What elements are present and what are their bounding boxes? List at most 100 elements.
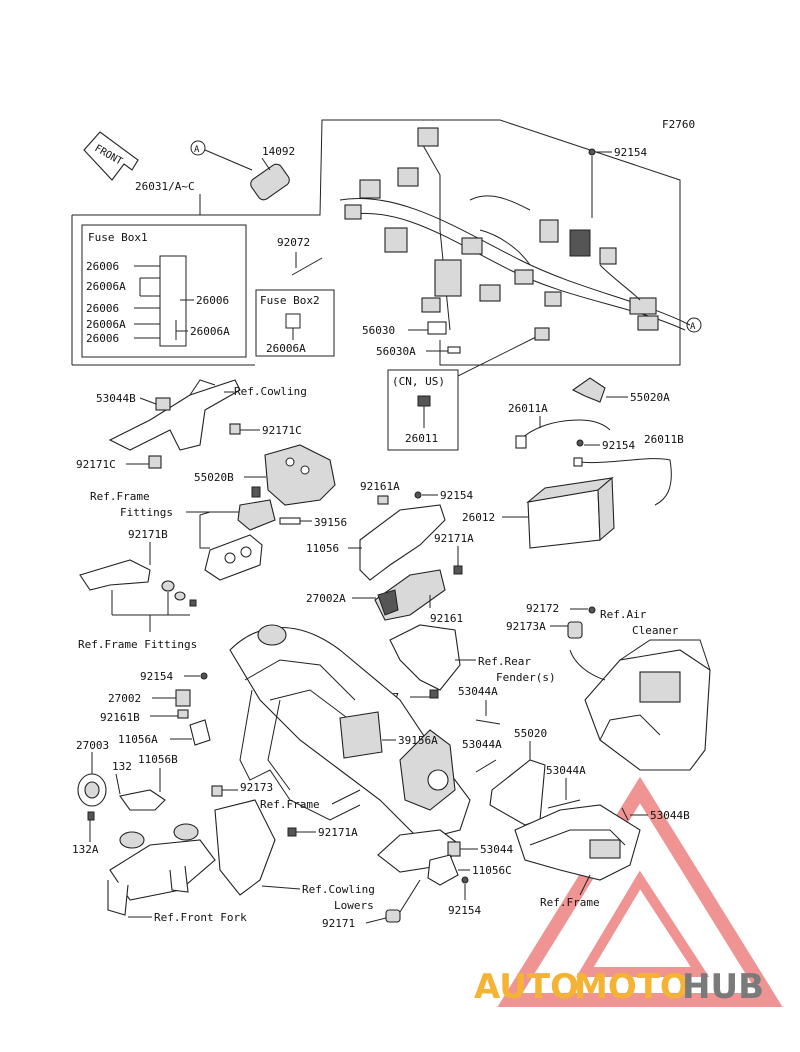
cover-hole-1 [285, 457, 295, 467]
fitting-hole-1 [224, 552, 236, 564]
fork-top-right [173, 823, 199, 841]
leader-a-left [204, 149, 253, 171]
label-92154-bottom: 92154 [448, 904, 481, 917]
harness-connector-l3 [397, 167, 419, 187]
frame-fittings-group: Ref.Frame Fittings 39156 [90, 486, 347, 581]
fuse-box1-block [159, 255, 187, 347]
part-92161A [377, 495, 389, 505]
label-26011B: 26011B [644, 433, 684, 446]
label-92154-battery: 92154 [602, 439, 635, 452]
battery-group: 26011A 55020A 92154 26011B 26012 [462, 377, 684, 549]
leader-53044B-left [139, 397, 157, 405]
frame-pivot-hole [427, 769, 449, 791]
bolt-92154-battery [576, 439, 584, 447]
part-39156A-pad [339, 711, 383, 759]
fuse-box1-label-7: 26006A [190, 325, 230, 338]
harness-connector-bottom [421, 297, 441, 313]
part-53044B-right [621, 807, 629, 821]
bottom-bracket-group: 53044 11056C 92154 92171 [322, 829, 513, 930]
part-11056A [189, 719, 211, 746]
part-92171B-bolt [189, 599, 197, 607]
label-92072: 92072 [277, 236, 310, 249]
part-tray-module [589, 839, 621, 859]
fuse-box1-title: Fuse Box1 [88, 231, 148, 244]
air-cleaner-group: 92172 92173A Ref.Air Cleaner [506, 602, 711, 771]
label-ref-frame-fittings-a: Ref.Frame [90, 490, 150, 503]
label-11056C: 11056C [472, 864, 512, 877]
label-92171C-left: 92171C [76, 458, 116, 471]
callout-a-right [686, 317, 702, 333]
fuse-box1-label-1: 26006 [86, 260, 119, 273]
fuse-box1-label-2: 26006A [86, 280, 126, 293]
label-ref-front-fork: Ref.Front Fork [154, 911, 247, 924]
label-53044: 53044 [480, 843, 513, 856]
label-92173: 92173 [240, 781, 273, 794]
frame-spar-line-2 [269, 689, 351, 721]
part-92173 [211, 785, 223, 797]
harness-wire-1 [469, 195, 531, 211]
air-cleaner-top-edge [619, 639, 711, 671]
label-92154-left: 92154 [140, 670, 173, 683]
label-92171B: 92171B [128, 528, 168, 541]
part-92171A-right [453, 565, 463, 575]
part-26012-battery-side [597, 476, 615, 542]
leader-92171-bottom [399, 879, 421, 913]
label-53044B-right: 53044B [650, 809, 690, 822]
harness-connector-r8 [637, 315, 659, 331]
label-55020A: 55020A [630, 391, 670, 404]
right-strips-group: 53044A 53044A 55020 53044A [458, 685, 586, 826]
fuse-box1-label-4: 26006A [86, 318, 126, 331]
harness-connector-r6 [544, 291, 562, 307]
label-cleaner: Cleaner [632, 624, 679, 637]
watermark-wordmark: AUTO MOTO HUB [474, 967, 764, 1007]
label-27002A: 27002A [306, 592, 346, 605]
fitting-hole-2 [240, 546, 252, 558]
label-14092: 14092 [262, 145, 295, 158]
bolt-92154-top [588, 148, 596, 156]
leader-ref-cowling-lowers [261, 885, 301, 890]
part-53044A-2 [475, 759, 497, 773]
part-26011B-terminal [573, 457, 583, 467]
label-92171A-bottom: 92171A [318, 826, 358, 839]
harness-connector-l1 [344, 204, 362, 220]
label-92154-mid: 92154 [440, 489, 473, 502]
air-cleaner-ribs [599, 714, 661, 741]
watermark-hub: HUB [682, 967, 764, 1007]
part-26011B-cable [577, 458, 672, 506]
label-ref-cowling-lowers-b: Lowers [334, 899, 374, 912]
frame-downtube [239, 689, 361, 821]
label-92171A-right: 92171A [434, 532, 474, 545]
callout-a-left-label: A [194, 145, 200, 155]
part-92171A-bottom [287, 827, 297, 837]
bolt-92154-mid [414, 491, 422, 499]
part-55020-cover [489, 759, 546, 826]
harness-wire-3 [599, 264, 641, 301]
part-92171B-bracket [79, 559, 151, 591]
label-56030A: 56030A [376, 345, 416, 358]
watermark-auto: AUTO [474, 967, 579, 1007]
part-11056-bracket [359, 504, 446, 581]
harness-connector-left [384, 227, 408, 253]
harness-connector-l2 [359, 179, 381, 199]
label-39156: 39156 [314, 516, 347, 529]
leader-fitting-bracket [199, 511, 211, 549]
harness-connector-r2 [569, 229, 591, 257]
fuse-box1-label-3: 26006 [86, 302, 119, 315]
label-92172: 92172 [526, 602, 559, 615]
bolt-92154-left [200, 672, 208, 680]
harness-connector-26011 [534, 327, 550, 341]
label-39156A: 39156A [398, 734, 438, 747]
part-tray-body [514, 804, 641, 881]
air-cleaner-panel [639, 671, 681, 703]
part-92037 [429, 689, 439, 699]
cover-55020B-group: 55020B [194, 444, 336, 506]
fuse-box1-rows: 26006 26006A 26006 26006A 26006 26006 26… [86, 260, 230, 345]
part-132A [87, 811, 95, 821]
front-arrow-shape [83, 131, 139, 181]
part-tray-ridge [529, 829, 626, 846]
harness-wire-2 [479, 229, 531, 266]
bolt-92154-bottom [461, 876, 469, 884]
fuse-box2-label: 26006A [266, 342, 306, 355]
